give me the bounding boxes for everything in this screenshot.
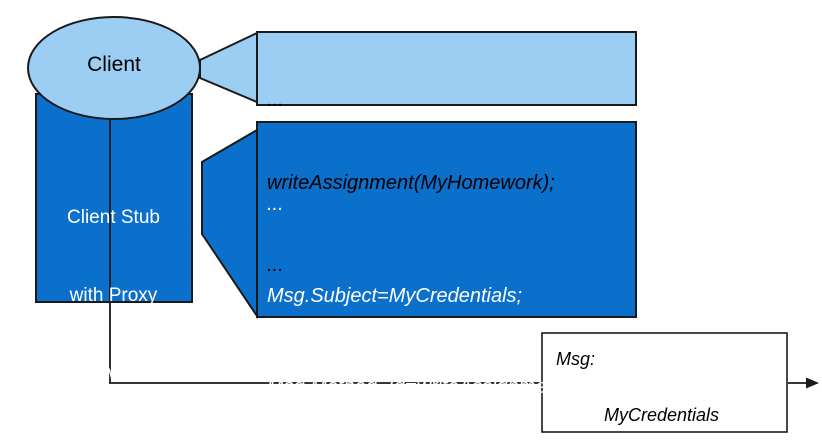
message-label: Msg: <box>556 349 596 369</box>
client-code-callout-pointer <box>199 31 258 104</box>
code-line: ... <box>267 193 284 215</box>
message-values: MyCredentials writeAssignment_Id MyHomew… <box>604 349 761 440</box>
message-record-box <box>541 332 788 433</box>
client-stub-label: Client Stub with Proxy (here without PEP… <box>35 153 192 440</box>
client-stub-line: (here without <box>58 363 169 384</box>
code-line: writeAssignment(MyHomework); <box>267 171 555 194</box>
stub-code-text: ... Msg.Subject=MyCredentials; Msg.Metho… <box>267 128 597 440</box>
client-stub-line: with Proxy <box>69 285 158 306</box>
code-line: Msg.Subject=MyCredentials; <box>267 284 523 307</box>
code-line: Msg.Method_Id=writeAssignment_Id; <box>267 376 597 398</box>
stub-code-callout-pointer <box>201 128 258 320</box>
stub-code-callout-body <box>256 121 637 318</box>
client-code-text: ... writeAssignment(MyHomework); ... <box>267 32 555 335</box>
client-to-message-connector <box>109 118 542 384</box>
client-label: Client <box>87 53 141 76</box>
client-code-callout-body <box>256 31 637 106</box>
message-value: MyCredentials <box>604 405 720 425</box>
code-line: ... <box>267 89 284 111</box>
code-line: ... <box>267 254 284 276</box>
client-stub-box <box>35 93 193 303</box>
message-arrow-head-icon <box>806 377 819 389</box>
client-stub-line: Client Stub <box>67 207 160 228</box>
